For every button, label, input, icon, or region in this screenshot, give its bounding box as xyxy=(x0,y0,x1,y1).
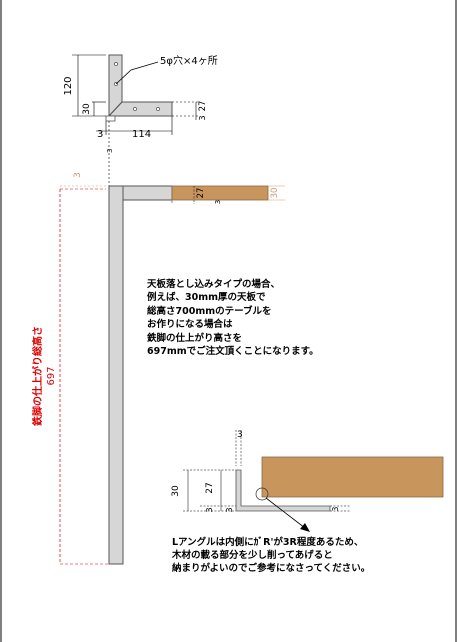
leg-vertical xyxy=(108,185,124,565)
note-bottom-line: 納まりがよいのでご参考になさってください。 xyxy=(172,563,371,575)
dim-3-right-label: 3 xyxy=(198,115,207,120)
tabletop-wood xyxy=(171,185,269,201)
note-main-line: お作りになる場合は xyxy=(147,319,233,331)
note-main: 天板落とし込みタイプの場合、 例えば、30mm厚の天板で 総高さ700mmのテー… xyxy=(147,278,319,358)
hole-1 xyxy=(114,62,118,66)
note-main-line: 例えば、30mm厚の天板で xyxy=(147,292,266,304)
red-dim-value: 697 xyxy=(46,366,57,385)
cd-dim-3b: 3 xyxy=(225,507,234,512)
dim-114-label: 114 xyxy=(132,129,151,140)
hole-leader-a xyxy=(115,69,132,85)
dim-27-label: 27 xyxy=(198,101,208,112)
note-bottom-line: 木材の載る部分を少し削ってあげると xyxy=(172,550,333,562)
red-dim-caption: 鉄脚の仕上がり総高さ xyxy=(31,326,44,426)
cd-dim-27: 27 xyxy=(205,482,215,493)
cd-dim-3a: 3 xyxy=(205,507,214,512)
note-main-line: 697mmでご注文頂くことになります。 xyxy=(147,346,319,358)
top-offset-3: 3 xyxy=(73,172,83,178)
radius-arrow-line xyxy=(265,497,306,529)
board-dim-3: 3 xyxy=(214,200,222,204)
board-dim-27: 27 xyxy=(196,188,206,199)
note-main-line: 総高さ700mmのテーブルを xyxy=(147,305,272,317)
cd-dim-30: 30 xyxy=(171,485,181,497)
corner-detail: 3 30 27 3 3 3 xyxy=(171,430,444,532)
hole-leader-b xyxy=(130,61,159,71)
radius-circle xyxy=(255,487,269,501)
hole-3 xyxy=(133,107,137,111)
note-bottom: Lアングルは内側にｶﾞR'が3R程度あるため、 木材の載る部分を少し削ってあげる… xyxy=(172,536,370,576)
bracket-diagonal xyxy=(108,101,123,117)
bracket-foot xyxy=(105,115,116,122)
hole-label: 5φ穴×4ヶ所 xyxy=(160,54,218,67)
hole-4 xyxy=(156,107,160,111)
note-main-line: 天板落とし込みタイプの場合、 xyxy=(147,279,281,290)
corner-wood xyxy=(261,456,444,498)
radius-arrow-head xyxy=(300,523,310,532)
dim-120-label: 120 xyxy=(63,76,74,95)
dim-3-bottom-label: 3 xyxy=(97,129,103,140)
note-main-line: 鉄脚の仕上がり高さを xyxy=(147,332,243,344)
note-bottom-line: Lアングルは内側にｶﾞR'が3R程度あるため、 xyxy=(172,537,364,548)
dim-30-label: 30 xyxy=(82,103,92,115)
board-dim-30: 30 xyxy=(270,188,280,199)
top-bracket-detail: 5φ穴×4ヶ所 120 30 27 3 3 114 xyxy=(63,54,218,140)
section-elevation: 27 3 30 3 鉄脚の仕上がり総高さ 697 xyxy=(31,172,285,565)
centre-dash-3: 3 xyxy=(106,149,114,153)
cd-dim-right-3: 3 xyxy=(331,506,340,511)
cd-dim-top-3: 3 xyxy=(237,430,243,440)
